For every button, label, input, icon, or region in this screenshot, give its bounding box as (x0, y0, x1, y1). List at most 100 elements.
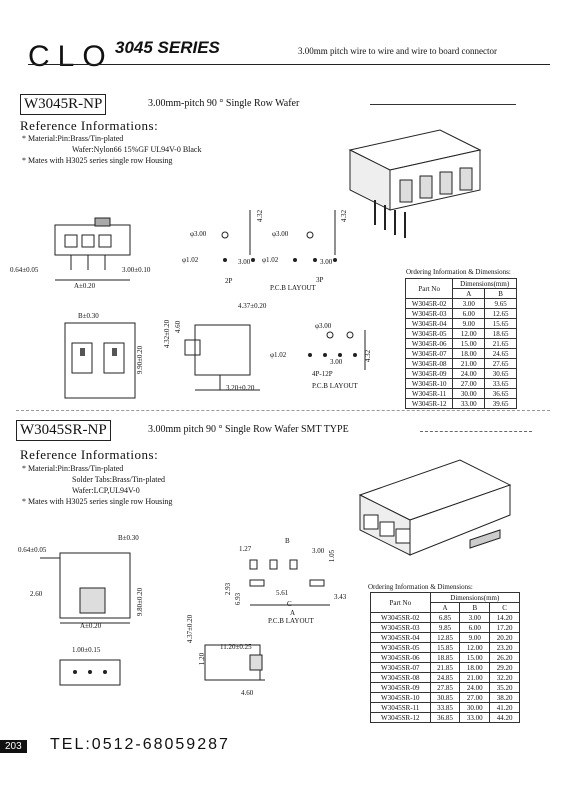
s1-th-a: A (452, 288, 486, 299)
s2-table-cell: 21.00 (459, 672, 491, 683)
s2-table-cell: W3045SR-07 (370, 662, 431, 673)
section2-material-4: * Mates with H3025 series single row Hou… (22, 497, 173, 506)
s1-table-title: Ordering Information & Dimensions: (406, 268, 511, 276)
section1-rule (370, 104, 516, 105)
s1-dim-990: 9.90±0.20 (136, 345, 145, 375)
s1-table-cell: 12.65 (484, 308, 517, 319)
s1-label-2p: 2P (225, 277, 233, 285)
s2-th-c: C (489, 602, 520, 613)
s2-table-cell: 27.00 (459, 692, 491, 703)
section1-part-title: W3045R-NP (20, 94, 107, 115)
s1-label-3p: 3P (316, 276, 324, 284)
s1-pitch-a: 3.00 (238, 258, 251, 266)
s2-table-cell: W3045SR-10 (370, 692, 431, 703)
telephone: TEL:0512-68059287 (50, 736, 230, 753)
s1-table-cell: 9.00 (452, 318, 486, 329)
s1-dim-b: B±0.30 (78, 312, 99, 320)
s1-dim-432: 4.32±0.20 (163, 319, 172, 349)
s1-table-cell: W3045R-11 (404, 388, 454, 399)
s2-table-cell: 41.20 (489, 702, 520, 713)
s2-table-cell: 30.00 (459, 702, 491, 713)
section1-ref-title: Reference Informations: (20, 118, 159, 133)
s1-phi102-c: φ1.02 (270, 351, 287, 359)
s1-th-part: Part No (404, 278, 454, 299)
s2-dim-127: 1.27 (239, 545, 252, 553)
s2-dim-293: 2.93 (224, 582, 233, 596)
series-title: 3045 SERIES (115, 38, 220, 57)
s2-table-cell: 29.20 (489, 662, 520, 673)
s1-dim-064: 0.64±0.05 (10, 266, 39, 274)
section2-rule (420, 431, 532, 432)
s1-table-cell: 30.65 (484, 368, 517, 379)
s1-phi300-b: φ3.00 (272, 230, 289, 238)
s2-label-c: C (287, 600, 292, 608)
s1-table-cell: 33.00 (452, 398, 486, 409)
section2-part-title: W3045SR-NP (16, 420, 111, 441)
s1-table-cell: W3045R-08 (404, 358, 454, 369)
s2-table-cell: W3045SR-03 (370, 622, 431, 633)
s1-h432-b: 4.32 (340, 209, 349, 223)
s2-table-title: Ordering Information & Dimensions: (368, 583, 473, 591)
section1-material-2: Wafer:Nylon66 15%GF UL94V-0 Black (72, 145, 202, 154)
s1-th-dims: Dimensions(mm) (452, 278, 517, 289)
series-tagline: 3.00mm pitch wire to wire and wire to bo… (298, 46, 497, 56)
s1-dim-a: A±0.20 (74, 282, 96, 290)
s2-table-cell: 36.85 (429, 712, 461, 723)
s1-table-cell: 9.65 (484, 298, 517, 309)
s2-dim-980: 9.80±0.20 (136, 587, 145, 617)
section1-material-3: * Mates with H3025 series single row Hou… (22, 156, 173, 165)
s2-table-cell: 26.20 (489, 652, 520, 663)
s2-dim-105: 1.05 (328, 549, 337, 563)
s1-label-pcb-b: P.C.B LAYOUT (312, 382, 358, 390)
s1-table-cell: W3045R-07 (404, 348, 454, 359)
s2-dim-260: 2.60 (30, 590, 43, 598)
s1-table-cell: W3045R-10 (404, 378, 454, 389)
s1-table-cell: 36.65 (484, 388, 517, 399)
s1-phi102-b: φ1.02 (262, 256, 279, 264)
s2-table-cell: 24.00 (459, 682, 491, 693)
s1-th-b: B (484, 288, 517, 299)
pcb-layout-2p-3p (221, 210, 337, 262)
s2-th-part: Part No (370, 592, 431, 613)
s2-label-a: A (290, 609, 296, 617)
wafer-3d-view (348, 129, 482, 238)
section2-description: 3.00mm pitch 90 ° Single Row Wafer SMT T… (148, 424, 349, 435)
s1-h432-c: 4.32 (364, 349, 373, 363)
header-divider (28, 64, 550, 65)
section2-material-2: Solder Tabs:Brass/Tin-plated (72, 475, 165, 484)
s1-table-cell: 33.65 (484, 378, 517, 389)
s1-table-cell: W3045R-02 (404, 298, 454, 309)
section2-ref-title: Reference Informations: (20, 447, 159, 462)
smt-3d-view (358, 459, 512, 556)
s1-table-cell: 3.00 (452, 298, 486, 309)
s1-table-cell: W3045R-04 (404, 318, 454, 329)
pcb-layout-4p-12p (308, 330, 366, 370)
s2-table-cell: W3045SR-05 (370, 642, 431, 653)
section-separator (16, 410, 550, 411)
section1-description: 3.00mm-pitch 90 ° Single Row Wafer (148, 98, 300, 109)
s2-table-cell: 12.00 (459, 642, 491, 653)
s2-dim-b: B±0.30 (118, 534, 139, 542)
s1-table-cell: 6.00 (452, 308, 486, 319)
s2-table-cell: 33.85 (429, 702, 461, 713)
s2-table-cell: 15.85 (429, 642, 461, 653)
s2-label-b: B (285, 537, 290, 545)
s2-th-a: A (429, 602, 461, 613)
s2-table-cell: 18.85 (429, 652, 461, 663)
